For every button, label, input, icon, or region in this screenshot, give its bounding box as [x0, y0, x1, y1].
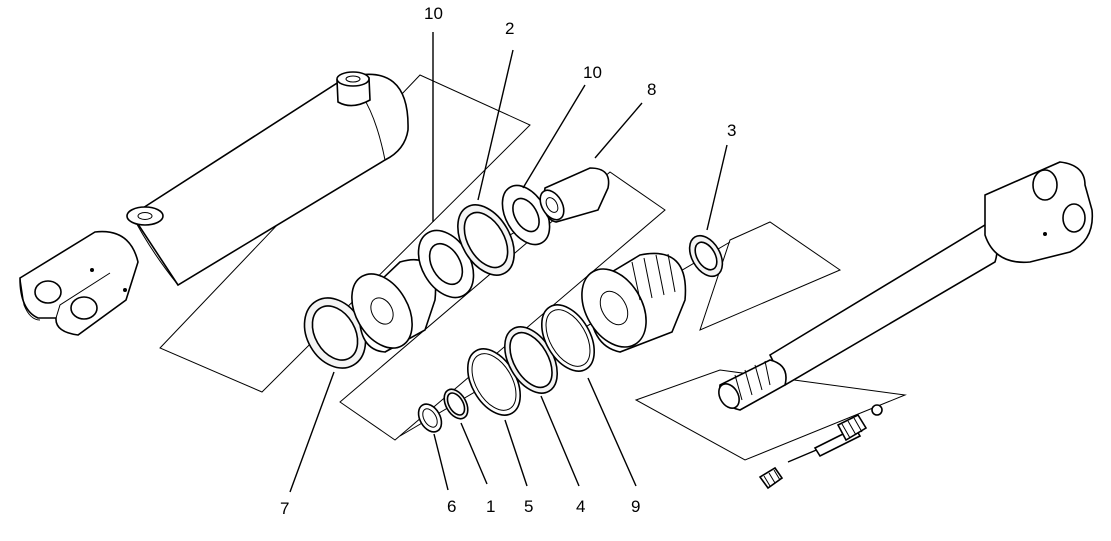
gland-group: [399, 221, 842, 437]
piston-rod: [768, 224, 998, 387]
leader-4: [540, 395, 580, 487]
callouts: 10 2 10 8 3 7 6 1 5 4 9: [280, 4, 736, 518]
leader-6: [433, 433, 449, 491]
barrel-group: [19, 71, 531, 393]
leader-10b: [522, 84, 586, 189]
callout-9: 9: [631, 497, 640, 516]
barrel-clevis: [19, 230, 139, 336]
callout-8: 8: [647, 80, 656, 99]
callout-7: 7: [280, 499, 289, 518]
callout-5: 5: [524, 497, 533, 516]
piston-group: [303, 167, 666, 441]
leader-9: [587, 377, 637, 487]
callout-1: 1: [486, 497, 495, 516]
leader-3: [706, 144, 728, 231]
part-6-ring: [417, 403, 443, 433]
leader-8: [594, 102, 643, 159]
piston-plane: [339, 171, 666, 441]
valve-ball: [871, 404, 883, 416]
rod-group: [634, 161, 1094, 490]
callout-6: 6: [447, 497, 456, 516]
callout-10a: 10: [424, 4, 443, 23]
rod-plane: [634, 369, 907, 461]
cylinder-barrel: [130, 73, 409, 287]
leader-2: [477, 49, 514, 201]
part-9-ring: [540, 304, 596, 372]
callout-4: 4: [576, 497, 585, 516]
callout-3: 3: [727, 121, 736, 140]
barrel-port-side: [126, 206, 164, 226]
callout-10b: 10: [583, 63, 602, 82]
rod-clevis: [984, 161, 1094, 264]
leader-1: [460, 422, 488, 485]
valve-spring-small: [758, 466, 784, 490]
leader-lines: [289, 32, 728, 493]
gland-plane: [699, 221, 842, 331]
leader-7: [289, 371, 335, 493]
callout-2: 2: [505, 19, 514, 38]
leader-5: [504, 419, 528, 487]
